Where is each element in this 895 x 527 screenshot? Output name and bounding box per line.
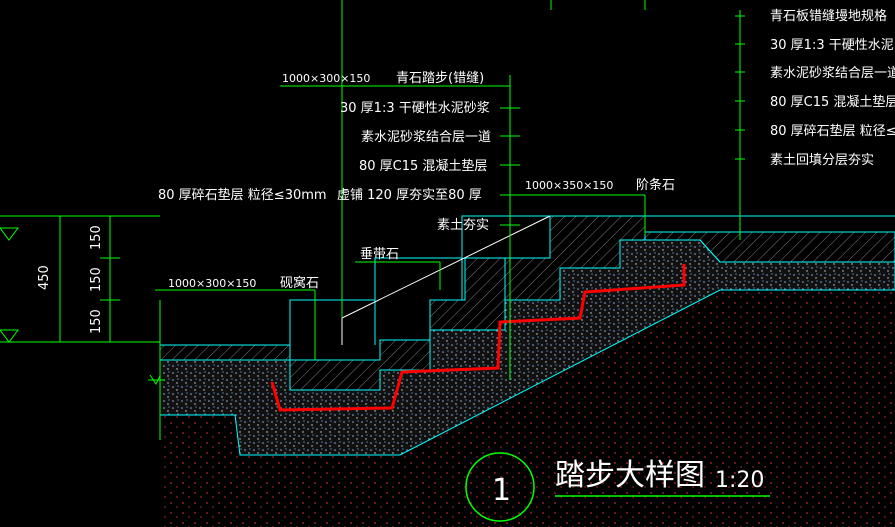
vertical-stone-slope bbox=[341, 215, 551, 319]
label-gravel: 80 厚碎石垫层 粒径≤30mm bbox=[158, 187, 327, 203]
label-cement-paste: 素水泥砂浆结合层一道 bbox=[361, 130, 491, 145]
label-concrete-right: 80 厚C15 混凝土垫层 bbox=[770, 94, 895, 110]
leaders-left bbox=[155, 10, 646, 380]
label-vertical-stone: 垂带石 bbox=[360, 247, 399, 262]
dim-step-3: 150 bbox=[89, 309, 104, 334]
label-slab: 砚窝石 bbox=[280, 275, 319, 291]
dim-step-1: 150 bbox=[89, 225, 104, 250]
label-paving: 青石板错缝墁地规格 bbox=[770, 8, 887, 24]
title-number: 1 bbox=[492, 473, 511, 508]
soil-layer bbox=[160, 290, 895, 527]
dim-total: 450 bbox=[37, 265, 52, 290]
title-block: 1 踏步大样图 1:20 bbox=[465, 452, 770, 522]
label-soil: 素土夯实 bbox=[437, 218, 489, 233]
label-soil-right: 素土回填分层夯实 bbox=[770, 153, 874, 168]
highlight-path bbox=[270, 264, 686, 412]
label-size-right: 1000×350×150 bbox=[525, 179, 613, 192]
label-mortar-right: 30 厚1:3 干硬性水泥 bbox=[770, 38, 894, 53]
level-marker-bottom bbox=[0, 329, 160, 343]
label-size-lower: 1000×300×150 bbox=[168, 277, 256, 290]
label-concrete: 80 厚C15 混凝土垫层 bbox=[359, 158, 487, 174]
label-gravel-right: 80 厚碎石垫层 粒径≤ bbox=[770, 123, 895, 139]
leaders-right bbox=[735, 10, 745, 240]
dim-step-2: 150 bbox=[89, 267, 104, 292]
label-mortar: 30 厚1:3 干硬性水泥砂浆 bbox=[340, 101, 490, 116]
step-outline bbox=[160, 215, 895, 346]
dimension-chain bbox=[55, 215, 120, 343]
title-name: 踏步大样图 bbox=[555, 458, 705, 493]
label-loose-fill: 虚铺 120 厚夯实至80 厚 bbox=[337, 188, 482, 203]
lower-left-markers bbox=[148, 300, 165, 440]
label-stone-tread: 青石踏步(错缝) bbox=[396, 71, 484, 86]
level-marker-top bbox=[0, 215, 160, 241]
label-cement-paste-right: 素水泥砂浆结合层一道 bbox=[770, 66, 895, 81]
top-guide-lines bbox=[341, 0, 646, 10]
label-size-top: 1000×300×150 bbox=[282, 72, 370, 85]
label-curb: 阶条石 bbox=[636, 177, 675, 193]
stone-steps bbox=[159, 215, 895, 391]
title-scale: 1:20 bbox=[715, 468, 764, 493]
title-circle bbox=[465, 452, 535, 522]
